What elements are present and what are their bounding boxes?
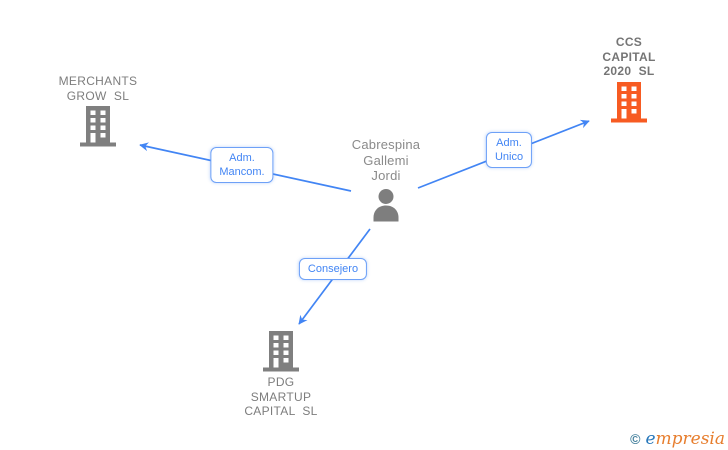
relation-label-consejero: Consejero	[298, 258, 368, 280]
copyright-icon: ©	[630, 431, 641, 447]
building-icon	[262, 331, 300, 372]
person-node[interactable]: Cabrespina Gallemi Jordi	[311, 137, 461, 224]
building-icon	[79, 106, 117, 147]
relation-label-adm-mancom: Adm. Mancom.	[210, 147, 274, 183]
person-icon	[368, 187, 404, 224]
company-name-merchants: MERCHANTS GROW SL	[58, 74, 138, 103]
company-node-merchants[interactable]: MERCHANTS GROW SL	[23, 74, 173, 147]
company-name-pdg: PDG SMARTUP CAPITAL SL	[244, 375, 318, 418]
company-node-pdg[interactable]: PDG SMARTUP CAPITAL SL	[206, 331, 356, 419]
building-icon-highlighted	[610, 81, 648, 123]
relation-label-adm-unico: Adm. Unico	[485, 132, 533, 168]
person-name: Cabrespina Gallemi Jordi	[351, 137, 421, 183]
company-name-ccs: CCS CAPITAL 2020 SL	[602, 35, 656, 78]
empresia-wordmark: empresia	[645, 429, 725, 449]
empresia-logo[interactable]: © empresia	[630, 429, 725, 449]
company-node-ccs[interactable]: CCS CAPITAL 2020 SL	[554, 35, 704, 123]
